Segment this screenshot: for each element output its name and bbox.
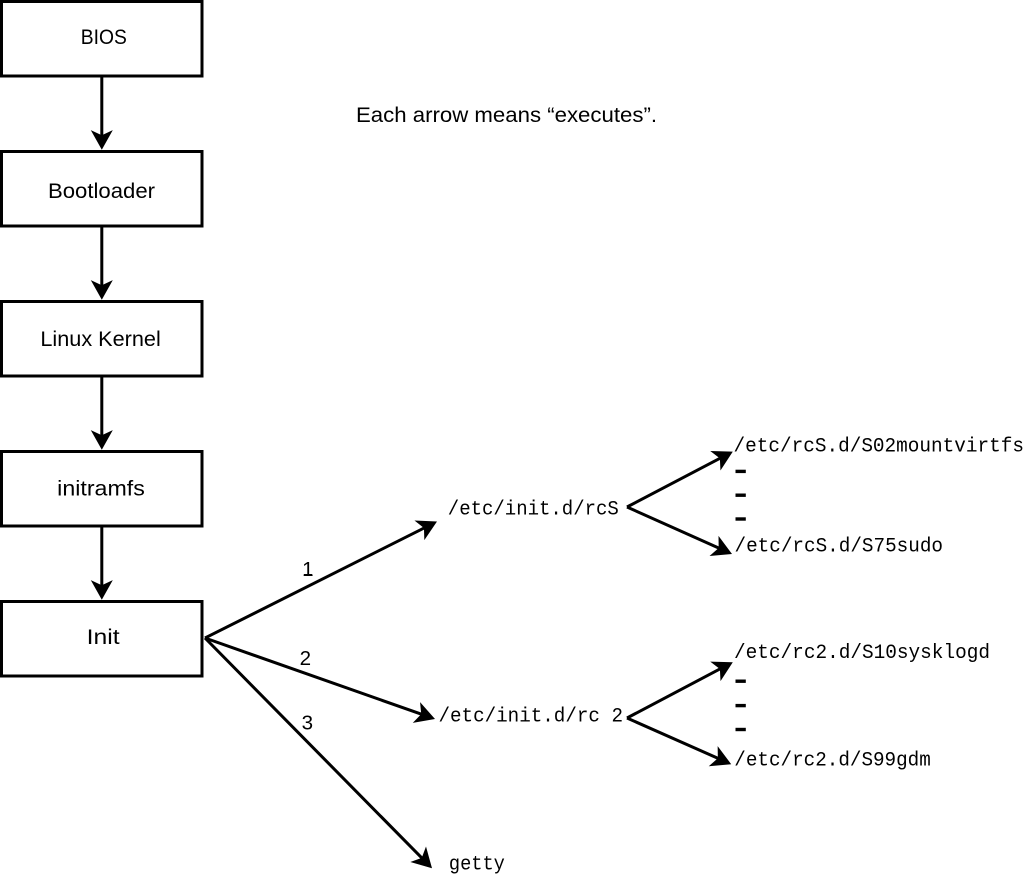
- svg-text:/etc/rc2.d/S99gdm: /etc/rc2.d/S99gdm: [734, 750, 931, 773]
- svg-text:/etc/rcS.d/S02mountvirtfs: /etc/rcS.d/S02mountvirtfs: [734, 435, 1024, 458]
- svg-text:Each arrow means “executes”.: Each arrow means “executes”.: [356, 103, 657, 127]
- svg-text:/etc/rcS.d/S75sudo: /etc/rcS.d/S75sudo: [735, 536, 944, 559]
- svg-text:3: 3: [302, 712, 313, 735]
- svg-text:/etc/init.d/rcS: /etc/init.d/rcS: [448, 499, 619, 522]
- svg-text:Bootloader: Bootloader: [48, 179, 155, 203]
- svg-text:BIOS: BIOS: [81, 25, 127, 49]
- svg-text:/etc/init.d/rc 2: /etc/init.d/rc 2: [439, 706, 624, 729]
- svg-text:Linux Kernel: Linux Kernel: [40, 327, 160, 351]
- svg-text:1: 1: [302, 558, 313, 581]
- svg-text:getty: getty: [449, 853, 505, 875]
- svg-text:/etc/rc2.d/S10sysklogd: /etc/rc2.d/S10sysklogd: [734, 642, 990, 665]
- svg-text:2: 2: [300, 647, 311, 670]
- svg-text:initramfs: initramfs: [57, 476, 145, 500]
- svg-text:Init: Init: [87, 625, 120, 649]
